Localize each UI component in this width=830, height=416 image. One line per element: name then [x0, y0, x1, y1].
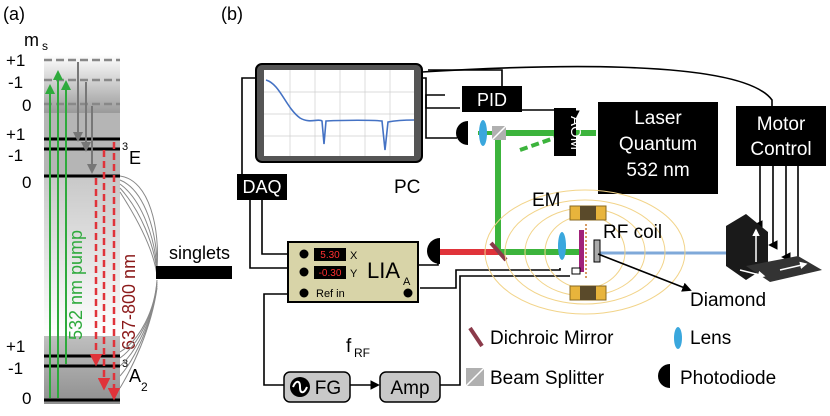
legend-lens-icon: [674, 327, 682, 349]
lia-x-display: [314, 248, 346, 261]
fg-wave-icon: [292, 380, 308, 394]
lia-ref-label: Ref in: [316, 288, 345, 300]
singlets-level: [156, 266, 232, 279]
pc-label: PC: [394, 177, 420, 198]
e-state-label: E: [129, 148, 141, 168]
rf-coil-label: RF coil: [603, 222, 662, 243]
photodiode-pid: [456, 121, 468, 145]
frf-label: f: [346, 336, 352, 357]
lia-a-port: [403, 288, 413, 298]
screen-grid: [264, 70, 414, 156]
laser-label-1: Laser: [634, 108, 682, 129]
ms-subscript: s: [42, 39, 48, 53]
lia-box: [287, 241, 419, 303]
aom-box: [554, 108, 576, 156]
pump-label: 532 nm pump: [66, 230, 86, 340]
gap-band: [44, 176, 120, 336]
emission-label: 637-800 nm: [119, 254, 139, 350]
laser-label-3: 532 nm: [626, 160, 689, 181]
tick-label: 0: [22, 389, 31, 408]
a-state-sub: 2: [141, 380, 148, 394]
excited-lower-band: [44, 113, 120, 176]
rf-coil: [579, 230, 584, 272]
lia-y-display: [314, 266, 346, 279]
lens-objective: [558, 232, 566, 260]
ms-label: m: [24, 30, 39, 50]
tick-label: 0: [22, 96, 31, 115]
diamond-pointer: [597, 253, 692, 292]
lia-x-label: X: [350, 250, 358, 262]
daq-label: DAQ: [242, 177, 281, 197]
lia-x-port: [299, 249, 309, 259]
legend-beam-splitter-label: Beam Splitter: [490, 368, 605, 389]
laser-label-2: Quantum: [619, 134, 697, 155]
lia-y-label: Y: [350, 268, 358, 280]
tick-label: -1: [8, 359, 23, 378]
lia-y-port: [299, 267, 309, 277]
lia-label: LIA: [367, 258, 400, 283]
diamond-sample: [571, 267, 581, 275]
motor-label-2: Control: [750, 139, 811, 160]
pid-box: [462, 86, 522, 112]
panel-a: (a) m s +1 -1 0 +1 -1 0 +1 -1 0: [3, 4, 232, 408]
isc-curves: [119, 175, 158, 389]
legend-dichroic-icon: [468, 326, 484, 348]
aom-label: AOM: [567, 116, 584, 150]
a-state-sup: 3: [122, 358, 128, 370]
magnet-bottom-core: [580, 286, 596, 300]
dichroic-mirror: [489, 241, 508, 262]
pid-label: PID: [477, 90, 507, 110]
tick-label: 0: [22, 173, 31, 192]
lia-a-label: A: [403, 276, 411, 288]
ground-band: [44, 336, 120, 404]
e-state-sup: 3: [122, 141, 128, 153]
singlets-label: singlets: [169, 243, 230, 263]
tick-label: -1: [8, 146, 23, 165]
tick-label: +1: [6, 125, 25, 144]
lia-y-value: -0.30: [319, 268, 342, 279]
lia-ref-port: [299, 288, 309, 298]
stage-arrow-y: [779, 261, 808, 271]
legend-photodiode-icon: [658, 364, 670, 388]
panel-a-label: (a): [3, 4, 25, 24]
em-label: EM: [532, 190, 561, 211]
tick-label: -1: [8, 73, 23, 92]
diamond-holder: [593, 239, 601, 263]
motor-control-box: [736, 106, 826, 166]
panel-b-label: (b): [221, 4, 243, 24]
screen-trace: [265, 79, 415, 151]
aom-diffracted-beam: [519, 134, 561, 152]
amp-label: Amp: [390, 378, 429, 399]
fg-label: FG: [315, 378, 341, 399]
stage-arrow-x: [739, 269, 766, 279]
tick-label: +1: [6, 337, 25, 356]
legend-beam-splitter-diagonal: [465, 367, 485, 387]
lens-pid: [479, 120, 487, 146]
motor-label-1: Motor: [757, 114, 806, 135]
legend-dichroic-label: Dichroic Mirror: [490, 328, 614, 349]
panel-b: (b): [221, 4, 826, 403]
photodiode-signal: [427, 238, 440, 264]
frf-sub: RF: [354, 346, 370, 360]
lia-x-value: 5.30: [320, 250, 340, 261]
diamond-label: Diamond: [690, 290, 766, 311]
legend-lens-label: Lens: [690, 328, 731, 349]
tick-label: +1: [6, 51, 25, 70]
magnet-top-core: [580, 206, 596, 220]
beam-splitter-diagonal: [491, 125, 507, 141]
a-state-label: A: [129, 366, 141, 386]
amp-box: [379, 371, 441, 403]
pc-screen: [264, 70, 414, 156]
legend-photodiode-label: Photodiode: [680, 368, 776, 389]
daq-box: [237, 174, 287, 200]
laser-box: [598, 102, 718, 194]
